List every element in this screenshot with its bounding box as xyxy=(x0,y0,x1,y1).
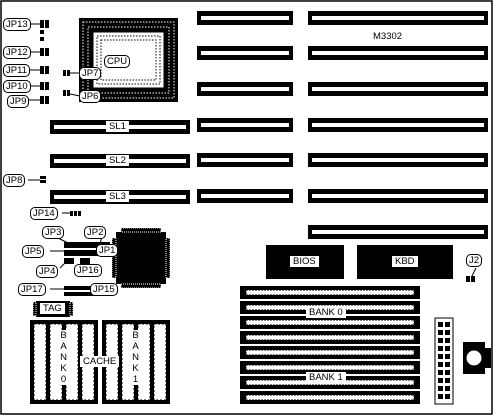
j2-label: J2 xyxy=(466,254,483,267)
jp4-label: JP4 xyxy=(36,265,59,278)
jp7-label: JP7 xyxy=(79,67,102,80)
expansion-slots-right xyxy=(308,11,488,239)
cpu-label: CPU xyxy=(104,55,131,68)
jp2-label: JP2 xyxy=(84,226,107,239)
jp1-label: JP1 xyxy=(96,244,119,257)
chipset xyxy=(111,227,171,289)
bios-label: BIOS xyxy=(290,256,319,267)
jp6-label: JP6 xyxy=(79,90,102,103)
jp15-label: JP15 xyxy=(90,283,118,296)
keyboard-connector xyxy=(463,342,491,374)
jp9-label: JP9 xyxy=(7,95,30,108)
kbd-label: KBD xyxy=(392,256,418,267)
jp14-label: JP14 xyxy=(30,207,58,220)
j2-connector xyxy=(466,267,477,282)
tag-label: TAG xyxy=(40,303,65,314)
sl1-label: SL1 xyxy=(106,121,129,132)
bank0-label: BANK 0 xyxy=(306,307,346,318)
bank0-vertical-label: BANK0 xyxy=(58,330,69,385)
bank1-label: BANK 1 xyxy=(306,372,346,383)
jp3-label: JP3 xyxy=(42,226,65,239)
bank1-vertical-label: BANK1 xyxy=(130,330,141,385)
jp16-label: JP16 xyxy=(74,264,102,277)
jp8-label: JP8 xyxy=(3,174,26,187)
jp14-jumper xyxy=(62,211,81,216)
left-jumpers xyxy=(26,20,49,183)
power-connector xyxy=(434,317,454,405)
expansion-slots-middle xyxy=(197,11,293,203)
cache-label: CACHE xyxy=(80,356,120,367)
jumper-cluster xyxy=(50,235,110,296)
jp10-label: JP10 xyxy=(3,80,31,93)
jp12-label: JP12 xyxy=(3,46,31,59)
sl3-label: SL3 xyxy=(106,191,129,202)
jp6-jp7-jumpers xyxy=(63,70,81,97)
jp17-label: JP17 xyxy=(18,283,46,296)
board-model-label: M3302 xyxy=(370,31,406,42)
jp5-label: JP5 xyxy=(22,245,45,258)
jp11-label: JP11 xyxy=(3,64,30,77)
jp13-label: JP13 xyxy=(3,18,31,31)
sl2-label: SL2 xyxy=(106,155,129,166)
